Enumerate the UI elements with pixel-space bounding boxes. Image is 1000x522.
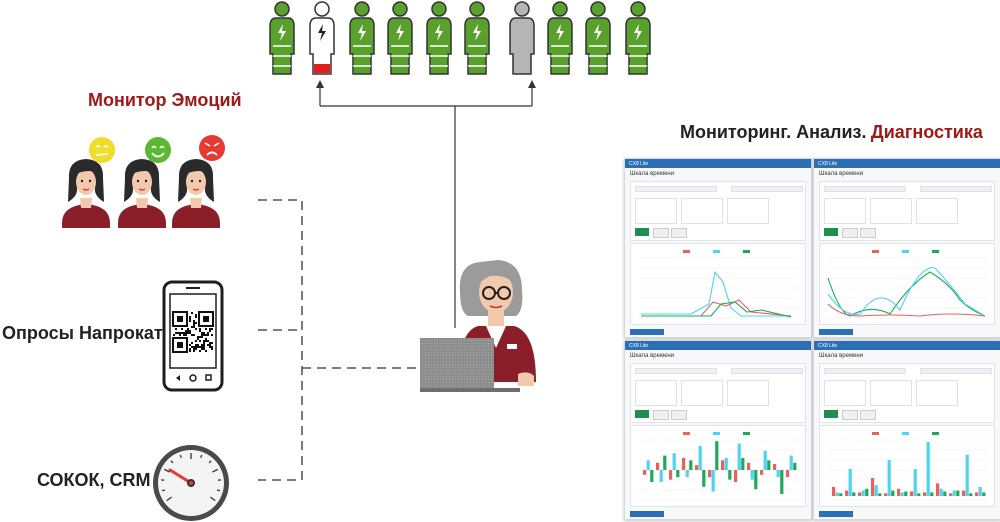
neutral-face-icon (89, 137, 115, 163)
dashboard-chart (630, 243, 806, 325)
dashboard-panel-title: Шкала времени (819, 353, 863, 359)
dashboard-footer-button (819, 511, 853, 517)
qr-phone-icon (162, 280, 226, 392)
dashboard-filters (630, 363, 806, 423)
dashboard-panel-title: Шкала времени (630, 353, 674, 359)
speedometer-icon (150, 442, 232, 522)
emotion-faces-group (60, 132, 230, 230)
dashboard-footer-button (630, 329, 664, 335)
dashboard-footer-button (819, 329, 853, 335)
dashboard-navbar: CX8 Lite (814, 159, 1000, 168)
dashboard-chart (819, 243, 995, 325)
angry-face-icon (199, 135, 225, 161)
dashboard-brand: CX8 Lite (818, 343, 837, 349)
dashboard-chart (630, 425, 806, 507)
dashboard-brand: CX8 Lite (818, 161, 837, 167)
dashboard-panel-title: Шкала времени (630, 171, 674, 177)
dashboard-chart (819, 425, 995, 507)
dashboard-footer-button (630, 511, 664, 517)
dashboard-filters (819, 181, 995, 241)
dashboard-navbar: CX8 Lite (625, 159, 811, 168)
dashboard-panel-title: Шкала времени (819, 171, 863, 177)
happy-face-icon (145, 137, 171, 163)
dashboard-navbar: CX8 Lite (625, 341, 811, 350)
dashboard-filters (819, 363, 995, 423)
dashboard-brand: CX8 Lite (629, 161, 648, 167)
dashboard-brand: CX8 Lite (629, 343, 648, 349)
dashboard-filters (630, 181, 806, 241)
woman-with-laptop-icon (418, 252, 548, 392)
dashboard-navbar: CX8 Lite (814, 341, 1000, 350)
